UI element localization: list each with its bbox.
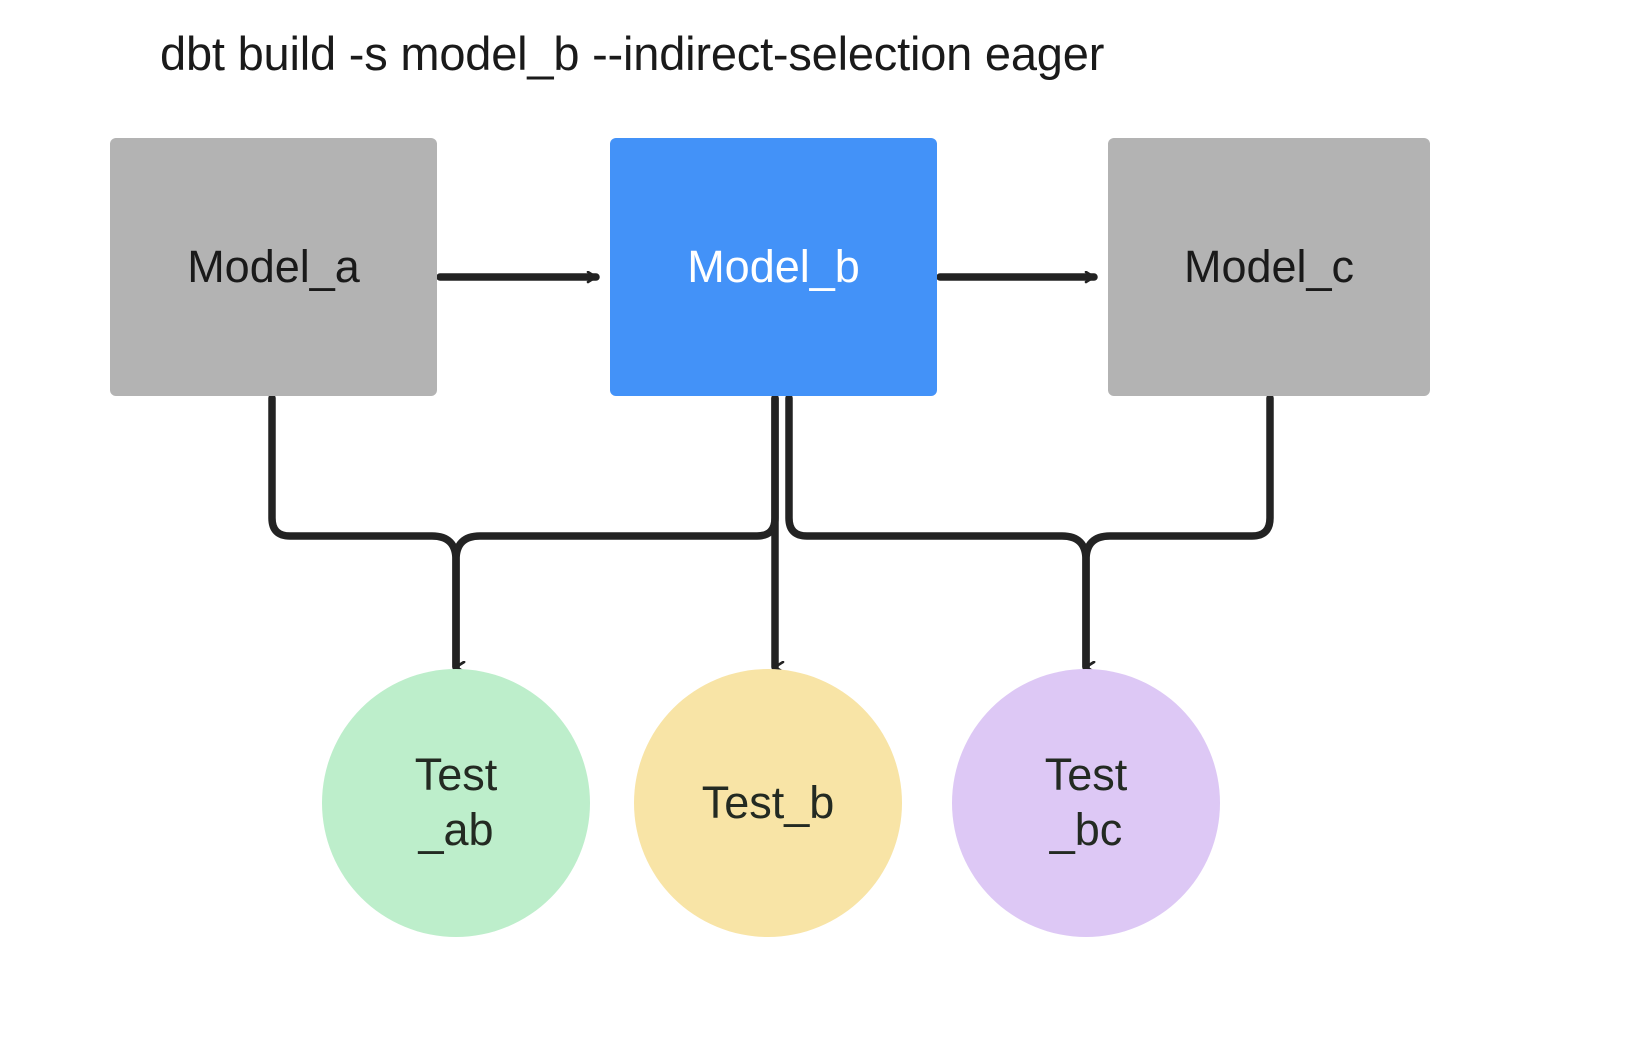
node-model-b[interactable]: Model_b	[610, 138, 937, 396]
node-model-b-label: Model_b	[687, 241, 860, 292]
node-test-ab-label-line1: Test	[414, 749, 498, 801]
node-model-c[interactable]: Model_c	[1108, 138, 1430, 396]
node-test-bc[interactable]: Test _bc	[952, 669, 1220, 937]
edge-model-b-to-test-ab	[452, 394, 779, 667]
node-test-ab[interactable]: Test _ab	[322, 669, 590, 937]
node-test-bc-label-line2: _bc	[1049, 804, 1123, 855]
node-test-ab-label-line2: _ab	[418, 804, 494, 855]
edge-model-b-to-test-bc	[785, 394, 1086, 667]
edge-model-a-to-test-ab	[268, 394, 456, 667]
node-test-b[interactable]: Test_b	[634, 669, 902, 937]
diagram-title: dbt build -s model_b --indirect-selectio…	[160, 27, 1105, 80]
node-model-a-label: Model_a	[187, 241, 360, 292]
edge-model-c-to-test-bc	[1082, 394, 1274, 667]
node-test-bc-label-line1: Test	[1044, 749, 1128, 801]
node-model-c-label: Model_c	[1183, 241, 1355, 292]
node-test-b-label-line1: Test_b	[701, 776, 835, 828]
node-model-a[interactable]: Model_a	[110, 138, 437, 396]
